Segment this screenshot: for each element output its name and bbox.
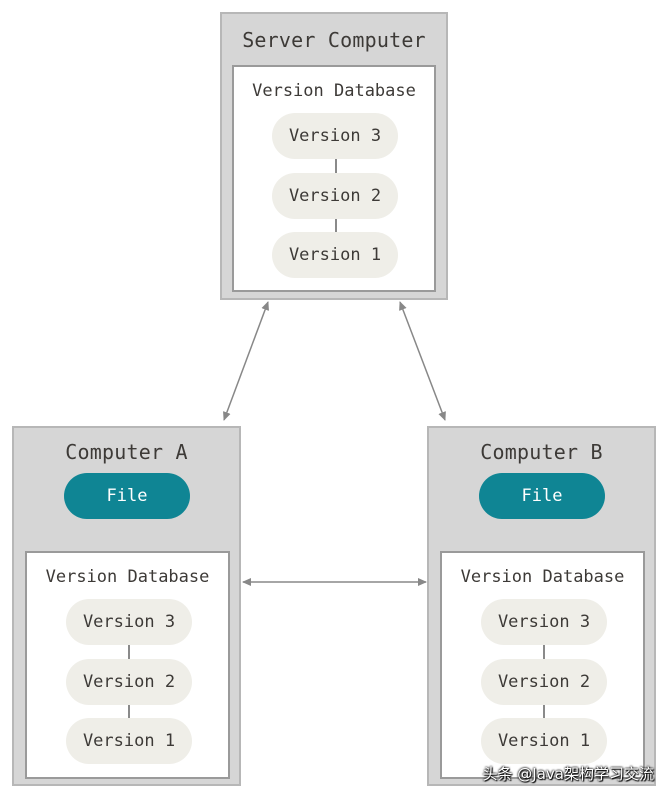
version-link xyxy=(543,705,545,719)
computer-a-version-3: Version 3 xyxy=(66,599,192,645)
computer-b-title: Computer B xyxy=(480,440,603,464)
computer-b-version-2: Version 2 xyxy=(481,659,607,705)
computer-b-version-1: Version 1 xyxy=(481,718,607,764)
computer-b-version-3: Version 3 xyxy=(481,599,607,645)
server-version-3: Version 3 xyxy=(272,113,398,159)
server-computer-title: Server Computer xyxy=(242,28,426,52)
computer-a-version-1: Version 1 xyxy=(66,718,192,764)
server-version-2: Version 2 xyxy=(272,173,398,219)
version-link xyxy=(128,645,130,659)
watermark: 头条 @Java架构学习交流 xyxy=(482,765,654,783)
computer-a-version-database-title: Version Database xyxy=(45,567,210,587)
server-computer: Server Computer Version Database Version… xyxy=(220,12,448,300)
version-link xyxy=(128,705,130,719)
version-link xyxy=(543,645,545,659)
server-version-database-title: Version Database xyxy=(252,81,416,101)
computer-a-title: Computer A xyxy=(65,440,188,464)
computer-a-version-2: Version 2 xyxy=(66,659,192,705)
computer-b-file: File xyxy=(479,473,605,519)
server-version-database: Version Database Version 3 Version 2 Ver… xyxy=(232,65,436,292)
version-link xyxy=(335,159,337,173)
computer-a-version-database: Version Database Version 3 Version 2 Ver… xyxy=(25,551,230,779)
computer-b-version-database-title: Version Database xyxy=(460,567,625,587)
computer-b: Computer B File Version Database Version… xyxy=(427,426,656,786)
computer-a: Computer A File Version Database Version… xyxy=(12,426,241,786)
version-link xyxy=(335,219,337,233)
server-version-1: Version 1 xyxy=(272,232,398,278)
computer-b-version-database: Version Database Version 3 Version 2 Ver… xyxy=(440,551,645,779)
server-computer-a-sync-arrow xyxy=(223,301,269,421)
computer-a-file: File xyxy=(64,473,190,519)
server-computer-b-sync-arrow xyxy=(399,301,446,421)
